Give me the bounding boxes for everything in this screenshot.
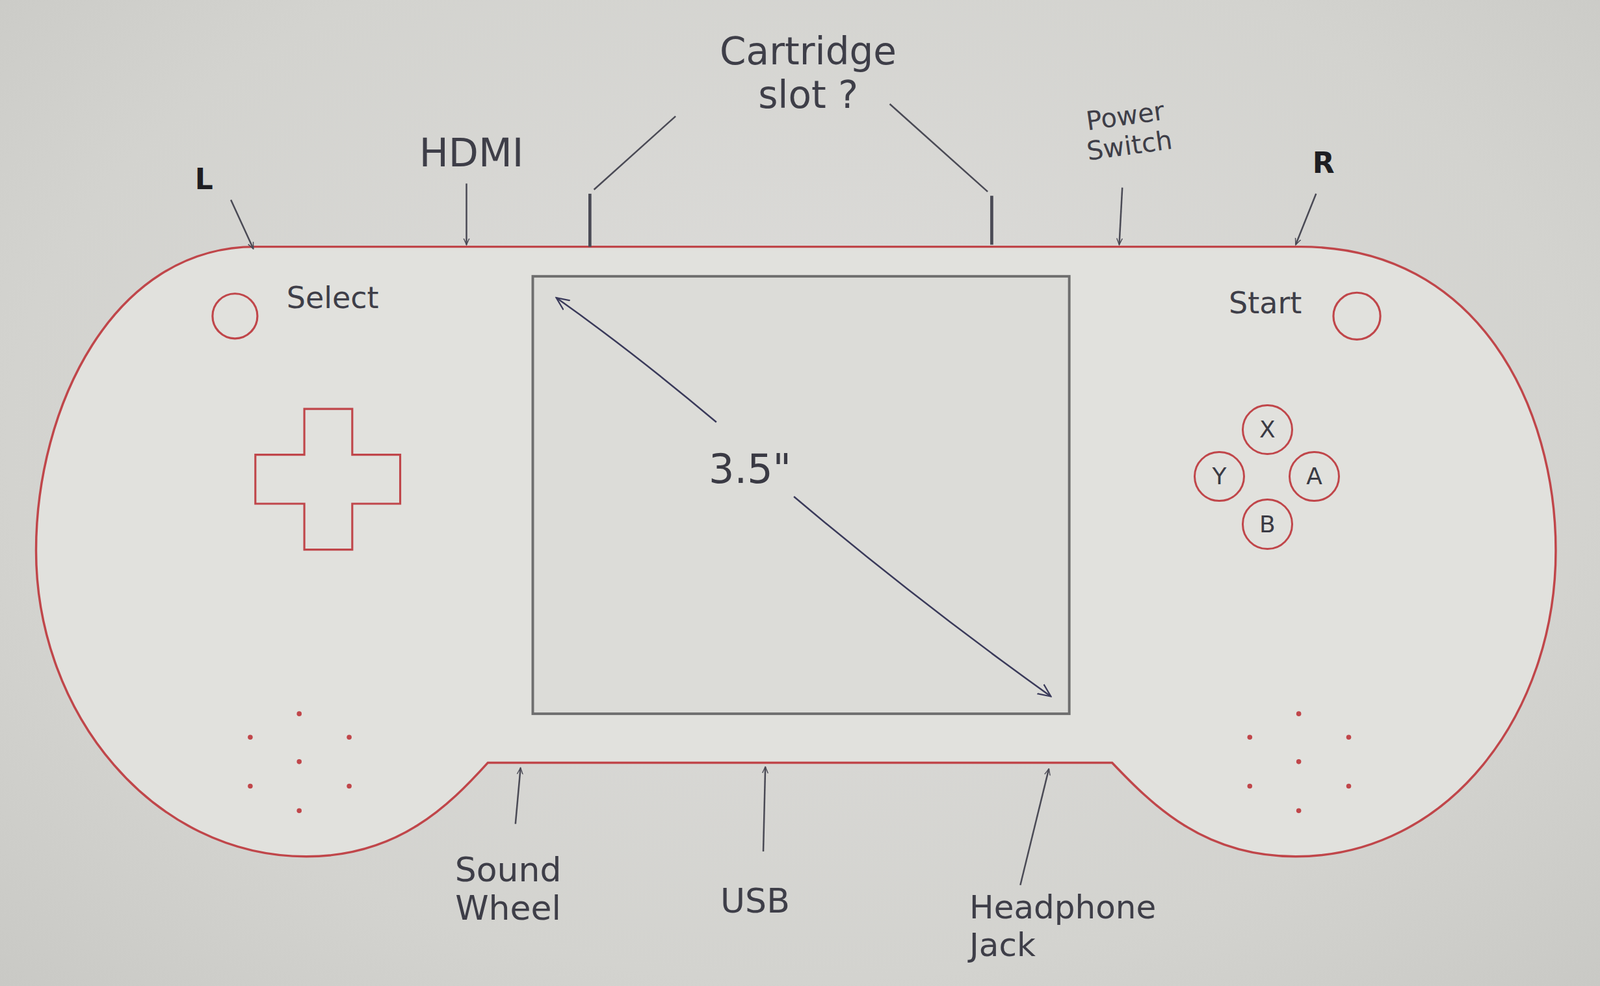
- speaker-hole: [1296, 808, 1302, 814]
- speaker-hole: [1296, 759, 1302, 765]
- face-button: X: [1241, 404, 1293, 456]
- speaker-grille: [247, 711, 1351, 814]
- speaker-hole: [247, 784, 253, 790]
- button-label: Select: [286, 280, 380, 316]
- screen: 3.5": [532, 276, 1070, 714]
- speaker-hole: [346, 784, 352, 790]
- button-label: Start: [1228, 286, 1302, 321]
- speaker-hole: [1346, 784, 1352, 790]
- port-label: Headphone Jack: [969, 889, 1165, 965]
- button-letter: B: [1259, 512, 1276, 537]
- start-button: [1333, 292, 1381, 340]
- control-label: Sound Wheel: [423, 851, 593, 930]
- speaker-hole: [296, 759, 302, 765]
- diagonal-arrow: [556, 297, 1052, 697]
- leader-lines: [230, 104, 1316, 886]
- speaker-hole: [1346, 734, 1352, 740]
- speaker-hole: [1247, 734, 1253, 740]
- port-label: USB: [720, 882, 790, 922]
- select-button: [212, 293, 258, 339]
- speaker-hole: [1247, 784, 1253, 790]
- face-button: A: [1288, 451, 1340, 502]
- speaker-hole: [296, 711, 302, 717]
- button-letter: Y: [1212, 464, 1227, 489]
- button-letter: A: [1306, 464, 1323, 489]
- speaker-hole: [1296, 711, 1302, 717]
- switch-label: Power Switch: [1069, 93, 1186, 168]
- d-pad: [255, 408, 401, 550]
- speaker-hole: [296, 808, 302, 814]
- console-body: [35, 247, 1556, 857]
- dimension-label: 3.5": [708, 449, 792, 490]
- port-label: HDMI: [419, 130, 525, 176]
- face-button: Y: [1193, 451, 1245, 502]
- shoulder-label: R: [1312, 146, 1335, 181]
- shoulder-label: L: [195, 163, 214, 197]
- button-letter: X: [1259, 418, 1276, 442]
- screen-outline: [532, 276, 1069, 714]
- face-button: B: [1241, 498, 1293, 550]
- speaker-hole: [346, 734, 352, 740]
- slot-label: Cartridge slot ?: [713, 29, 903, 117]
- speaker-hole: [247, 734, 253, 740]
